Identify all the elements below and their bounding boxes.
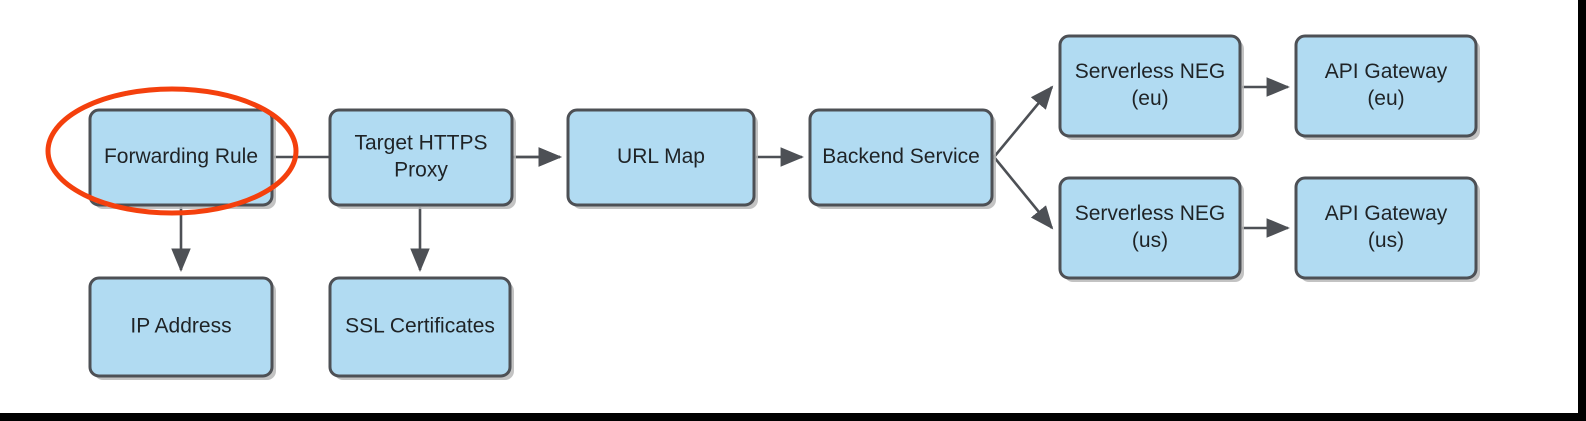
node-label-url-map: URL Map [617,145,705,168]
highlight-layer [45,86,299,216]
node-serverless-neg-eu[interactable]: Serverless NEG (eu) [1058,34,1244,140]
node-box-forwarding-rule[interactable] [88,108,274,207]
frame-right-bar [1578,0,1586,421]
node-label-api-gateway-eu: API Gateway [1325,60,1448,83]
frame-bottom-bar [0,413,1586,421]
node-label-serverless-neg-us: (us) [1132,229,1168,252]
nodes-layer: Forwarding Rule Target HTTPS Proxy URL Map B… [88,34,1480,380]
node-box-api-gateway-eu[interactable] [1294,34,1478,138]
node-label-target-https-proxy: Proxy [394,159,448,182]
edge-backend-to-neg-eu [992,85,1054,158]
edge-backend-to-neg-us [992,156,1054,230]
node-target-https-proxy[interactable]: Target HTTPS Proxy [328,108,516,209]
node-api-gateway-eu[interactable]: API Gateway (eu) [1294,34,1480,140]
node-label-api-gateway-us: API Gateway [1325,202,1448,225]
node-label-api-gateway-us: (us) [1368,229,1404,252]
node-label-serverless-neg-eu: (eu) [1131,87,1168,110]
node-box-url-map[interactable] [566,108,756,207]
node-label-serverless-neg-eu: Serverless NEG [1075,60,1226,83]
node-label-serverless-neg-us: Serverless NEG [1075,202,1226,225]
node-box-backend-service[interactable] [808,108,994,207]
node-label-ip-address: IP Address [130,315,231,338]
node-box-ssl-certificates[interactable] [328,276,512,378]
node-serverless-neg-us[interactable]: Serverless NEG (us) [1058,176,1244,282]
node-backend-service[interactable]: Backend Service [808,108,996,209]
node-box-ip-address[interactable] [88,276,274,378]
node-label-forwarding-rule: Forwarding Rule [104,145,258,168]
node-label-backend-service: Backend Service [822,145,980,168]
node-ip-address[interactable]: IP Address [88,276,276,380]
node-label-target-https-proxy: Target HTTPS [354,132,487,155]
node-label-ssl-certificates: SSL Certificates [345,315,495,338]
node-url-map[interactable]: URL Map [566,108,758,209]
node-box-target-https-proxy[interactable] [328,108,514,207]
node-box-api-gateway-us[interactable] [1294,176,1478,280]
node-label-api-gateway-eu: (eu) [1367,87,1404,110]
node-forwarding-rule[interactable]: Forwarding Rule [88,108,276,209]
node-api-gateway-us[interactable]: API Gateway (us) [1294,176,1480,282]
forwarding-rule-highlight [45,86,299,216]
node-box-serverless-neg-us[interactable] [1058,176,1242,280]
node-box-serverless-neg-eu[interactable] [1058,34,1242,138]
node-ssl-certificates[interactable]: SSL Certificates [328,276,514,380]
